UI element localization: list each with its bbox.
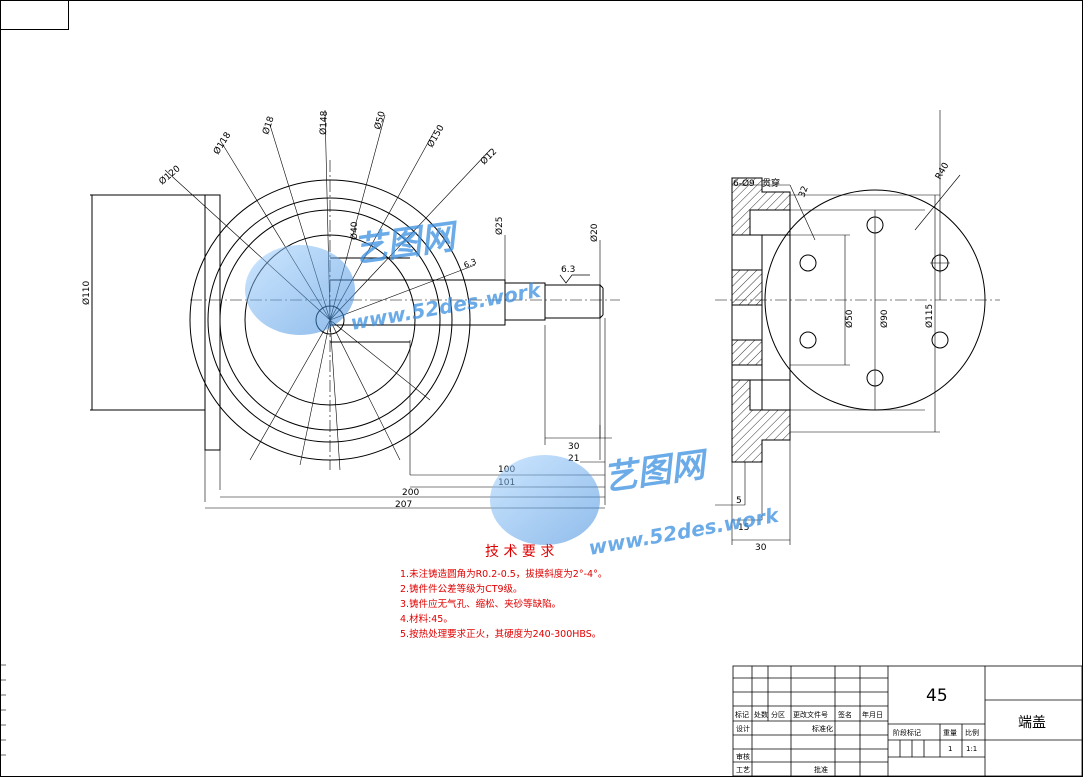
dim-21: 21	[568, 454, 579, 464]
dim-15: 15	[738, 523, 749, 533]
dim-5: 5	[736, 496, 742, 506]
tech-title: 技 术 要 求	[485, 544, 554, 560]
watermark-globe-icon	[245, 245, 355, 335]
dim-d18: Ø18	[260, 115, 276, 136]
tb-part-name: 端盖	[1018, 715, 1046, 731]
dim-d90-side: Ø90	[879, 309, 890, 328]
tech-item-5: 5.按热处理要求正火，其硬度为240-300HBS。	[400, 628, 601, 640]
dim-207: 207	[395, 500, 412, 510]
tb-qty: 1	[948, 745, 952, 753]
dim-r40: R40	[934, 161, 952, 182]
tb-standardize: 标准化	[812, 724, 833, 733]
tb-approve: 批准	[814, 765, 828, 774]
tb-label-sign: 签名	[838, 710, 852, 719]
tb-material: 45	[926, 686, 948, 706]
tech-item-4: 4.材料:45。	[400, 613, 453, 625]
dim-d150: Ø150	[425, 123, 447, 150]
dim-d148: Ø148	[318, 110, 330, 135]
dim-200: 200	[402, 488, 419, 498]
tech-requirements: 技 术 要 求 1.未注铸造圆角为R0.2-0.5，拔摸斜度为2°-4°。 2.…	[400, 544, 607, 640]
watermark-brand: 艺图网	[351, 216, 463, 271]
dim-32: 32	[797, 185, 810, 199]
tb-label-count: 处数	[754, 710, 768, 719]
tb-label-zone: 分区	[771, 710, 785, 719]
roughness-label: 6.3	[561, 265, 575, 275]
watermark-brand-2: 艺图网	[601, 444, 713, 499]
dim-d120: Ø120	[157, 163, 183, 187]
tb-scale: 比例	[965, 728, 979, 737]
side-view-labels: 6-Ø9 贯穿 R40 32 Ø50 Ø90 Ø115 5 15 30	[733, 161, 952, 553]
dim-d50-side: Ø50	[844, 309, 855, 328]
watermark-url-2: www.52des.work	[587, 503, 782, 560]
dim-d12: Ø12	[478, 146, 499, 167]
dim-30: 30	[568, 442, 580, 452]
tb-scale-value: 1:1	[966, 745, 977, 753]
tech-item-3: 3.铸件应无气孔、缩松、夹砂等缺陷。	[400, 598, 561, 610]
dim-d118: Ø118	[211, 130, 233, 157]
tb-label-change-doc: 更改文件号	[793, 710, 828, 719]
title-block	[732, 665, 1083, 777]
dim-d110: Ø110	[81, 280, 92, 305]
dim-d20: Ø20	[589, 223, 600, 242]
tb-label-date: 年月日	[862, 710, 883, 719]
tb-label-mark: 标记	[735, 710, 749, 719]
watermark-url: www.52des.work	[349, 278, 544, 335]
hole-note: 6-Ø9	[733, 178, 755, 189]
dim-d50: Ø50	[372, 110, 387, 131]
tb-weight: 重量	[943, 729, 957, 737]
watermark-globe-icon-2	[490, 455, 600, 545]
dim-d115-side: Ø115	[924, 304, 935, 328]
tb-review: 审核	[736, 752, 750, 761]
margin-ticks	[0, 664, 6, 756]
dim-d40: Ø40	[349, 221, 360, 240]
title-block-text: 标记 处数 分区 更改文件号 签名 年月日 设计 标准化 审核 工艺 批准 阶段…	[735, 686, 1046, 774]
tb-stage-mark: 阶段标记	[893, 728, 921, 737]
tech-item-1: 1.未注铸造圆角为R0.2-0.5，拔摸斜度为2°-4°。	[400, 568, 607, 580]
dim-d25: Ø25	[494, 216, 505, 235]
small-roughness-label: 6.3	[463, 257, 478, 270]
tb-design: 设计	[736, 724, 750, 733]
tech-item-2: 2.铸件件公差等级为CT9级。	[400, 583, 523, 595]
side-view	[715, 110, 1000, 545]
dim-30-side: 30	[755, 543, 767, 553]
hole-note-suffix: 贯穿	[762, 177, 780, 189]
tb-process: 工艺	[736, 766, 750, 774]
